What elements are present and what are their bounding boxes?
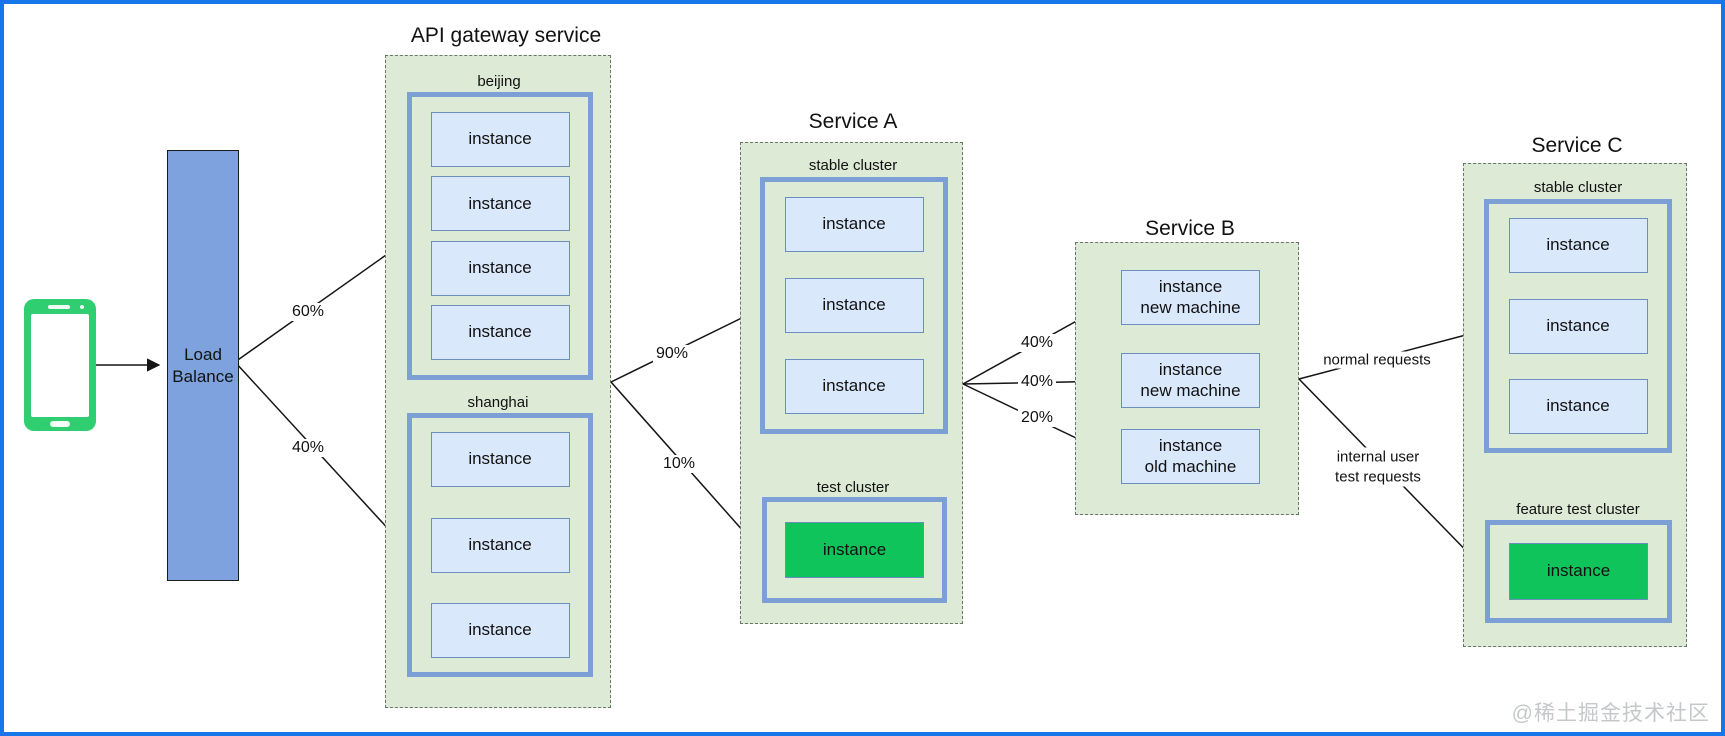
service-c-stable-cluster: instance instance instance — [1484, 199, 1672, 453]
shanghai-cluster: instance instance instance — [407, 413, 593, 677]
service-a-title: Service A — [808, 110, 898, 133]
edge-label-line: test requests — [1335, 468, 1421, 485]
test-instance-node: instance — [1509, 543, 1648, 600]
instance-node: instance — [784, 278, 924, 333]
service-a-stable-cluster-label: stable cluster — [808, 157, 898, 174]
edge-label-internal-test-requests: internal user test requests — [1332, 447, 1424, 487]
service-a-test-cluster-label: test cluster — [816, 479, 890, 496]
edge-label-90pct: 90% — [652, 345, 692, 363]
edge-lb-to-beijing — [234, 242, 405, 363]
service-b-title: Service B — [1145, 217, 1235, 240]
edge-label-40pct-b1: 40% — [1017, 334, 1057, 352]
phone-camera-dot — [80, 305, 84, 309]
api-gateway-title: API gateway service — [410, 24, 602, 47]
instance-node: instance — [430, 432, 570, 487]
service-c-stable-cluster-label: stable cluster — [1533, 179, 1623, 196]
load-balancer-node: Load Balance — [167, 150, 239, 581]
instance-label-line: new machine — [1140, 297, 1241, 317]
instance-node: instance new machine — [1121, 270, 1260, 325]
instance-node: instance — [784, 197, 924, 252]
instance-label-line: instance — [1158, 277, 1223, 297]
phone-home-button — [50, 421, 70, 427]
service-a-test-cluster: instance — [762, 497, 947, 603]
load-balancer-label: Load Balance — [172, 345, 234, 386]
beijing-cluster: instance instance instance instance — [407, 92, 593, 380]
instance-label-line: instance — [1158, 436, 1223, 456]
edge-label-40pct: 40% — [288, 439, 328, 457]
instance-node: instance — [430, 112, 570, 167]
edge-label-10pct: 10% — [659, 455, 699, 473]
edge-label-line: internal user — [1336, 448, 1420, 466]
instance-node: instance — [430, 603, 570, 658]
instance-node: instance — [430, 517, 570, 573]
smartphone-icon — [24, 299, 96, 431]
edge-label-60pct: 60% — [288, 303, 328, 321]
instance-node: instance new machine — [1121, 353, 1260, 408]
instance-label-line: new machine — [1140, 380, 1241, 400]
instance-node: instance — [1508, 298, 1648, 354]
instance-node: instance — [430, 176, 570, 232]
test-instance-node: instance — [785, 522, 924, 578]
service-a-stable-cluster: instance instance instance — [760, 177, 948, 434]
instance-node: instance — [1508, 379, 1648, 434]
instance-node: instance old machine — [1121, 429, 1260, 484]
instance-node: instance — [1508, 218, 1648, 273]
service-c-feature-cluster-label: feature test cluster — [1516, 501, 1640, 518]
shanghai-cluster-label: shanghai — [467, 394, 529, 411]
phone-speaker — [48, 305, 70, 309]
instance-node: instance — [430, 240, 570, 296]
service-c-title: Service C — [1531, 134, 1623, 157]
instance-label-line: instance — [1158, 360, 1223, 380]
instance-node: instance — [784, 359, 924, 414]
beijing-cluster-label: beijing — [477, 73, 521, 90]
edge-label-40pct-b2: 40% — [1017, 373, 1057, 391]
instance-node: instance — [430, 304, 570, 360]
service-c-feature-cluster: instance — [1485, 520, 1672, 623]
instance-label-line: old machine — [1144, 456, 1237, 476]
edge-label-20pct-b3: 20% — [1017, 409, 1057, 427]
phone-screen — [31, 314, 89, 417]
edge-label-normal-requests: normal requests — [1320, 351, 1434, 369]
watermark-text: @稀土掘金技术社区 — [1511, 702, 1710, 725]
